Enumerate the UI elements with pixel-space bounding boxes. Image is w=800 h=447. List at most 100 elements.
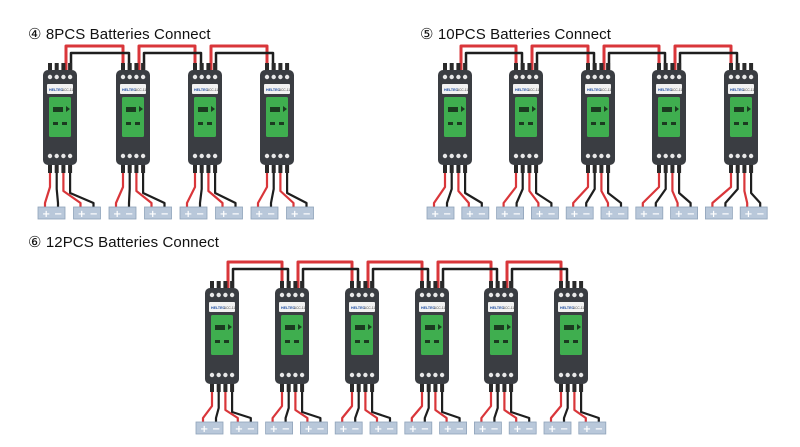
connector-icon <box>729 63 733 70</box>
connector-icon <box>514 165 518 173</box>
bus-wire-negative <box>371 267 430 288</box>
bus-wire-negative <box>535 51 596 70</box>
connector-icon <box>265 165 269 173</box>
battery-body <box>739 206 768 220</box>
connector-icon <box>230 281 235 288</box>
connector-icon <box>433 281 438 288</box>
connector-icon <box>443 63 447 70</box>
battery-plus-label: + <box>640 209 648 220</box>
connector-icon <box>489 281 493 288</box>
readout-icon <box>503 340 508 343</box>
battery-plus-label: + <box>744 209 752 220</box>
connector-icon <box>127 165 132 173</box>
battery-wire <box>286 173 308 207</box>
connector-icon <box>514 63 518 70</box>
terminal-icon <box>572 372 577 378</box>
terminal-icon <box>508 372 514 378</box>
readout-icon <box>285 340 290 343</box>
connector-icon <box>370 281 375 288</box>
label-strip <box>585 84 611 94</box>
battery: +− <box>565 206 594 220</box>
label-strip <box>656 84 682 94</box>
readout-icon <box>662 122 667 125</box>
battery: +− <box>473 421 502 435</box>
battery-minus-label: − <box>267 209 275 220</box>
readout-icon <box>224 340 229 343</box>
battery: +− <box>705 206 733 220</box>
battery-minus-label: − <box>721 209 729 220</box>
terminal-icon <box>513 153 519 159</box>
battery-minus-label: − <box>443 209 451 220</box>
connector-icon <box>199 63 204 70</box>
readout-icon <box>270 122 275 125</box>
connector-icon <box>193 63 197 70</box>
battery-minus-label: − <box>595 424 603 435</box>
connector-icon <box>670 165 675 173</box>
terminal-icon <box>656 74 662 80</box>
label-strip <box>264 84 290 94</box>
terminal-icon <box>212 153 218 159</box>
terminal-icon <box>433 292 438 298</box>
connector-icon <box>463 165 468 173</box>
terminal-icon <box>742 74 747 80</box>
connector-icon <box>742 63 747 70</box>
connector-icon <box>286 281 291 288</box>
battery-wire <box>434 392 448 422</box>
battery: +− <box>250 206 279 220</box>
battery-minus-label: − <box>196 209 204 220</box>
terminal-icon <box>349 292 355 298</box>
connector-icon <box>735 63 740 70</box>
battery-plus-label: + <box>255 209 263 220</box>
terminal-icon <box>199 74 204 80</box>
battery-minus-label: − <box>525 424 533 435</box>
terminal-icon <box>592 153 597 159</box>
label-strip <box>47 84 73 94</box>
connector-icon <box>592 63 597 70</box>
battery-wire <box>671 173 679 207</box>
readout-icon <box>62 122 67 125</box>
battery-plus-label: + <box>548 424 556 435</box>
connector-icon <box>134 63 139 70</box>
terminal-icon <box>558 292 564 298</box>
bus-wire-negative <box>510 267 569 288</box>
readout-icon <box>671 122 676 125</box>
terminal-icon <box>502 292 507 298</box>
battery-wire <box>457 173 470 207</box>
battery-plus-label: + <box>535 209 543 220</box>
connector-icon <box>599 63 604 70</box>
battery-wire <box>135 173 153 207</box>
battery-plus-label: + <box>339 424 347 435</box>
connector-icon <box>527 63 532 70</box>
connector-icon <box>271 165 276 173</box>
terminal-icon <box>533 153 539 159</box>
model-label: ACC-11 <box>207 88 218 92</box>
battery-body <box>108 206 137 220</box>
terminal-icon <box>209 292 215 298</box>
connector-icon <box>677 165 682 173</box>
arrow-icon <box>577 324 581 330</box>
battery: +− <box>144 206 172 220</box>
readout-icon <box>207 122 212 125</box>
battery-minus-label: − <box>125 209 133 220</box>
terminal-icon <box>67 153 73 159</box>
battery: +− <box>334 421 363 435</box>
connector-icon <box>213 165 218 173</box>
lcd-screen <box>490 315 512 355</box>
arrow-icon <box>283 106 287 112</box>
terminal-icon <box>279 372 285 378</box>
connector-icon <box>509 281 514 288</box>
battery-plus-label: + <box>42 209 50 220</box>
battery-wire <box>294 392 309 422</box>
label-strip <box>279 302 305 312</box>
terminal-icon <box>369 372 375 378</box>
lcd-screen <box>194 97 216 137</box>
readout-icon <box>734 122 739 125</box>
terminal-icon <box>449 74 454 80</box>
terminal-icon <box>212 74 218 80</box>
terminal-icon <box>369 292 375 298</box>
connector-icon <box>449 165 454 173</box>
connector-icon <box>559 281 563 288</box>
terminal-icon <box>728 153 734 159</box>
terminal-icon <box>508 292 514 298</box>
